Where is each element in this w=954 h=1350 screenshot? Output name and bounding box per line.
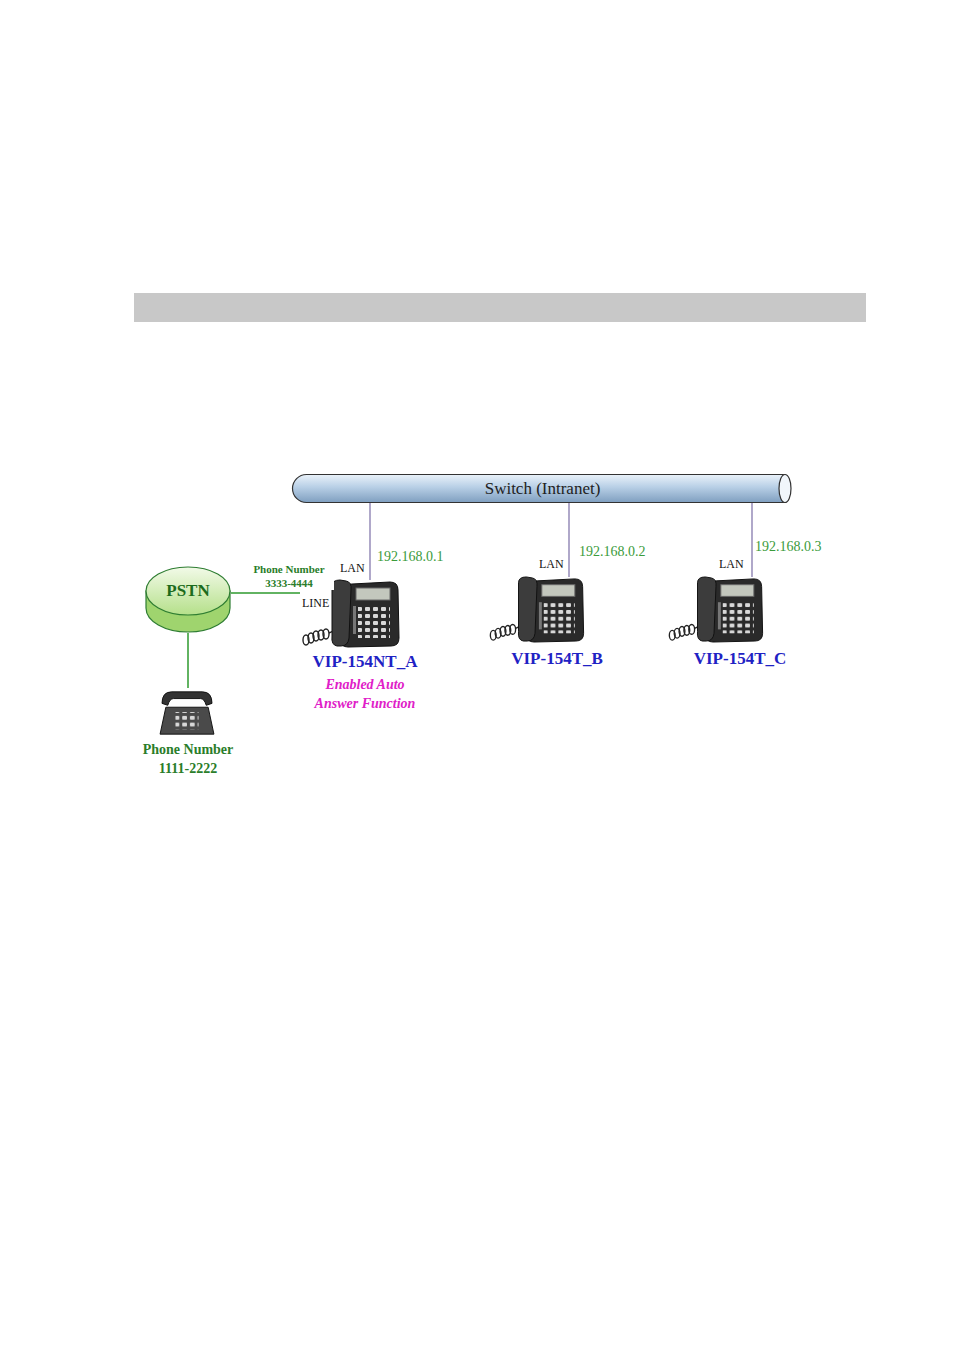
ip-address: 192.168.0.1	[376, 548, 445, 565]
line-number: Phone Number 3333-4444	[244, 562, 334, 590]
switch-pipe: Switch (Intranet)	[292, 474, 793, 503]
port-label: LAN	[718, 558, 745, 571]
phone-line	[231, 592, 300, 594]
ip-phone-icon	[303, 580, 399, 647]
port-label: LAN	[339, 562, 366, 575]
ip-phone: VIP-154T_C	[675, 577, 805, 669]
ip-phone-icon	[490, 577, 583, 642]
section-bar	[134, 293, 866, 322]
lan-cable	[568, 503, 569, 577]
analog-phone-icon	[160, 692, 214, 734]
port-label: LAN	[538, 558, 565, 571]
pipe-end	[779, 475, 791, 503]
ip-phone: VIP-154T_B	[495, 577, 619, 669]
pstn-cloud: PSTN	[145, 565, 231, 633]
switch-label: Switch (Intranet)	[292, 474, 793, 503]
cloud-label: PSTN	[145, 580, 231, 602]
phone-name: VIP-154NT_A	[300, 652, 430, 672]
port-label: LINE	[301, 597, 330, 610]
ip-address: 192.168.0.2	[578, 543, 647, 560]
lan-cable	[369, 503, 370, 580]
analog-phone: Phone Number 1111-2222	[128, 688, 248, 778]
ip-phone-icon	[669, 577, 762, 642]
phone-line	[187, 633, 189, 688]
phone-name: VIP-154T_B	[495, 649, 619, 669]
phone-name: VIP-154T_C	[675, 649, 805, 669]
drum-top	[146, 567, 230, 615]
ip-address: 192.168.0.3	[754, 538, 823, 555]
phone-number: Phone Number 1111-2222	[134, 740, 242, 778]
feature-note: Enabled Auto Answer Function	[304, 675, 426, 713]
lan-cable	[751, 503, 752, 577]
